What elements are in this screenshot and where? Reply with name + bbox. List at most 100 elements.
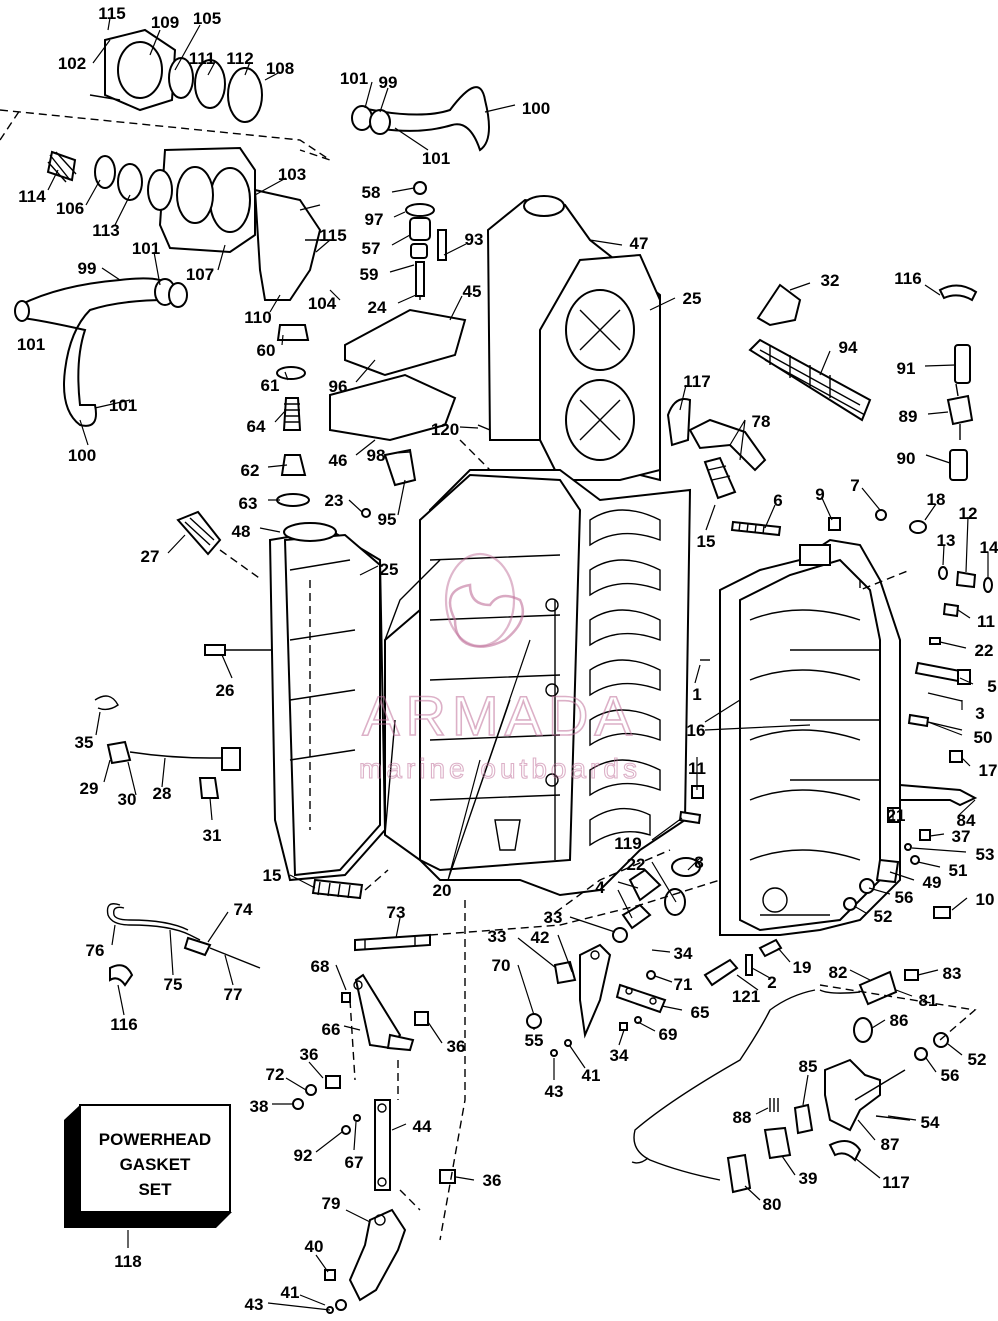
callout-105: 105: [193, 9, 221, 28]
bypass-hose-upper: [351, 86, 490, 152]
callout-24: 24: [368, 298, 387, 317]
cylinder-block: [384, 469, 692, 897]
callout-107: 107: [186, 265, 214, 284]
powerhead-gasket-set-box: POWERHEAD GASKET SET: [64, 1104, 232, 1248]
callout-34: 34: [674, 944, 693, 963]
callout-115: 115: [98, 4, 125, 23]
callout-1: 1: [692, 685, 701, 704]
callout-101: 101: [340, 69, 368, 88]
callout-106: 106: [56, 199, 84, 218]
callout-18: 18: [927, 490, 946, 509]
callout-53: 53: [976, 845, 995, 864]
callout-66: 66: [322, 1020, 341, 1039]
callout-97: 97: [365, 210, 384, 229]
callout-111: 111: [189, 49, 216, 68]
callout-36: 36: [483, 1171, 502, 1190]
callout-41: 41: [281, 1283, 300, 1302]
callout-98: 98: [367, 446, 386, 465]
callout-20: 20: [433, 881, 452, 900]
cylinder-head-cover: [268, 522, 387, 882]
callout-101: 101: [109, 396, 137, 415]
callout-99: 99: [379, 73, 398, 92]
callout-117: 117: [882, 1173, 909, 1192]
callout-119: 119: [614, 834, 641, 853]
callout-58: 58: [362, 183, 381, 202]
callout-leader-lines: [47, 17, 989, 1311]
callout-19: 19: [793, 958, 812, 977]
cylinder-head-gaskets: [486, 195, 661, 482]
callout-42: 42: [531, 928, 550, 947]
callout-62: 62: [241, 461, 260, 480]
callout-33: 33: [488, 927, 507, 946]
callout-27: 27: [141, 547, 160, 566]
callout-38: 38: [250, 1097, 269, 1116]
kit-line-3: SET: [138, 1180, 172, 1199]
callout-46: 46: [329, 451, 348, 470]
callout-116: 116: [110, 1015, 137, 1034]
callout-15: 15: [697, 532, 716, 551]
callout-108: 108: [266, 59, 294, 78]
assembly-guide-lines: [349, 439, 977, 1241]
callout-16: 16: [687, 721, 706, 740]
watermark-brand: ARMADA: [362, 684, 638, 747]
watermark-tagline: marine outboards: [359, 753, 641, 784]
callout-71: 71: [674, 975, 693, 994]
crankcase-hardware: [666, 283, 993, 919]
callout-104: 104: [308, 294, 337, 313]
callout-35: 35: [75, 733, 94, 752]
callout-3: 3: [975, 704, 984, 723]
thermostat-housing-assembly: [0, 28, 335, 301]
callout-49: 49: [923, 873, 942, 892]
callout-101: 101: [132, 239, 160, 258]
pressure-valve-stack: [276, 181, 491, 518]
callout-41: 41: [582, 1066, 601, 1085]
callout-25: 25: [380, 560, 399, 579]
callout-25: 25: [683, 289, 702, 308]
callout-29: 29: [80, 779, 99, 798]
callout-15: 15: [263, 866, 282, 885]
callout-91: 91: [897, 359, 916, 378]
callout-73: 73: [387, 903, 406, 922]
head-bolt: [204, 644, 272, 656]
callout-68: 68: [311, 957, 330, 976]
kit-line-2: GASKET: [120, 1155, 191, 1174]
throttle-linkage-assembly: [292, 857, 783, 1314]
callout-113: 113: [92, 221, 119, 240]
callout-93: 93: [465, 230, 484, 249]
callout-23: 23: [325, 491, 344, 510]
bypass-hose-left: [14, 277, 188, 427]
callout-96: 96: [329, 377, 348, 396]
callout-79: 79: [322, 1194, 341, 1213]
callout-116: 116: [894, 269, 921, 288]
callout-50: 50: [974, 728, 993, 747]
callout-21: 21: [887, 806, 906, 825]
callout-82: 82: [829, 963, 848, 982]
callout-11: 11: [688, 759, 706, 778]
callout-95: 95: [378, 510, 397, 529]
callout-92: 92: [294, 1146, 313, 1165]
callout-101: 101: [17, 335, 45, 354]
callout-83: 83: [943, 964, 962, 983]
callout-22: 22: [627, 855, 646, 874]
callout-76: 76: [86, 941, 105, 960]
callout-31: 31: [203, 826, 222, 845]
callout-118: 118: [114, 1252, 141, 1271]
callout-78: 78: [752, 412, 771, 431]
callout-72: 72: [266, 1065, 285, 1084]
callout-57: 57: [362, 239, 381, 258]
callout-6: 6: [773, 491, 782, 510]
callout-90: 90: [897, 449, 916, 468]
callout-36: 36: [447, 1037, 466, 1056]
callout-12: 12: [959, 504, 978, 523]
callout-63: 63: [239, 494, 258, 513]
callout-54: 54: [921, 1113, 940, 1132]
callout-39: 39: [799, 1169, 818, 1188]
kit-line-1: POWERHEAD: [99, 1130, 211, 1149]
callout-74: 74: [234, 900, 253, 919]
callout-34: 34: [610, 1046, 629, 1065]
callout-112: 112: [226, 49, 253, 68]
callout-5: 5: [987, 677, 996, 696]
callout-102: 102: [58, 54, 86, 73]
